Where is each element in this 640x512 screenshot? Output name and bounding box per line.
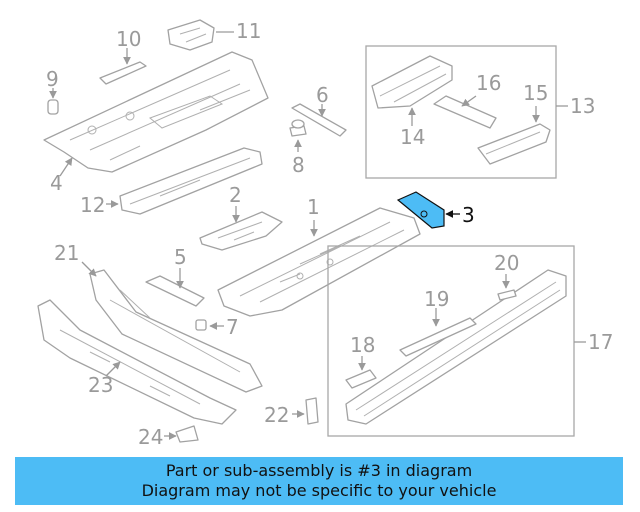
callout-12: 12 xyxy=(80,193,105,217)
part-2-panel[interactable] xyxy=(199,206,283,251)
part-6-strip[interactable] xyxy=(291,103,347,137)
part-18-piece[interactable] xyxy=(345,356,377,389)
part-10-bracket[interactable] xyxy=(99,48,147,85)
part-1-floor-panel[interactable] xyxy=(217,207,421,317)
part-23-rail[interactable] xyxy=(37,299,237,425)
callout-24: 24 xyxy=(138,425,163,449)
callout-14: 14 xyxy=(400,125,425,149)
part-19-strip[interactable] xyxy=(399,308,477,357)
callout-9: 9 xyxy=(46,67,59,91)
callout-20: 20 xyxy=(494,251,519,275)
callout-2: 2 xyxy=(229,183,242,207)
part-3-highlighted[interactable] xyxy=(396,191,460,229)
part-16-member[interactable] xyxy=(433,95,497,129)
callout-5: 5 xyxy=(174,245,187,269)
part-11-bracket[interactable] xyxy=(167,19,234,51)
exploded-parts-diagram: 10 11 9 4 6 8 12 2 1 3 5 7 21 23 24 22 1… xyxy=(37,19,613,449)
callout-23: 23 xyxy=(88,373,113,397)
part-24-cap[interactable] xyxy=(164,425,199,443)
part-15-member[interactable] xyxy=(477,106,551,165)
part-20-piece[interactable] xyxy=(497,274,517,301)
callout-22: 22 xyxy=(264,403,289,427)
part-17-side-sill[interactable] xyxy=(345,269,567,425)
info-banner: Part or sub-assembly is #3 in diagram Di… xyxy=(15,457,623,505)
part-14-member[interactable] xyxy=(371,55,453,126)
callout-1: 1 xyxy=(307,195,320,219)
part-8-grommet[interactable] xyxy=(289,119,307,152)
part-4-front-floor[interactable] xyxy=(43,51,269,177)
part-21-rail[interactable] xyxy=(81,261,263,393)
callout-13: 13 xyxy=(570,94,595,118)
callout-3: 3 xyxy=(462,203,475,227)
part-7-bolt[interactable] xyxy=(195,319,224,331)
callout-7: 7 xyxy=(226,315,239,339)
callout-15: 15 xyxy=(523,81,548,105)
callout-21: 21 xyxy=(54,241,79,265)
callout-4: 4 xyxy=(50,171,63,195)
callout-8: 8 xyxy=(292,153,305,177)
callout-19: 19 xyxy=(424,287,449,311)
banner-line-1: Part or sub-assembly is #3 in diagram xyxy=(165,461,473,480)
callout-11: 11 xyxy=(236,19,261,43)
callout-6: 6 xyxy=(316,83,329,107)
callout-18: 18 xyxy=(350,333,375,357)
part-5-bracket[interactable] xyxy=(145,268,205,307)
callout-16: 16 xyxy=(476,71,501,95)
callout-10: 10 xyxy=(116,27,141,51)
part-22-bracket[interactable] xyxy=(292,397,319,425)
part-12-member[interactable] xyxy=(106,147,263,215)
part-9-plug[interactable] xyxy=(47,88,59,115)
group-13-box xyxy=(365,45,568,179)
group-17-box xyxy=(327,245,586,437)
banner-line-2: Diagram may not be specific to your vehi… xyxy=(141,481,497,500)
callout-17: 17 xyxy=(588,330,613,354)
